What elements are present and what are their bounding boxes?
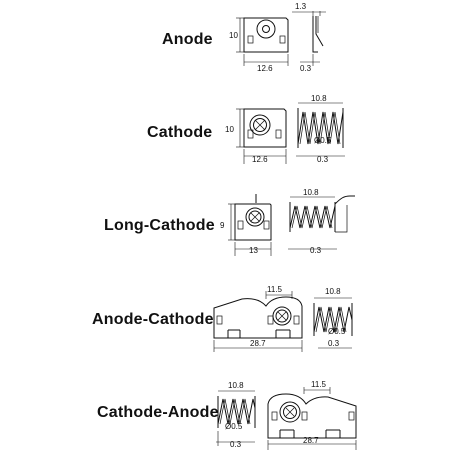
- anode-dimensions: 10 12.6 0.3 1.3: [229, 2, 326, 73]
- dim-cathode-anode-spring-length: 10.8: [228, 381, 244, 390]
- dim-anode-tab: 1.3: [295, 2, 307, 11]
- dim-long-cathode-height: 9: [220, 221, 225, 230]
- dim-cathode-anode-pitch: 11.5: [311, 380, 327, 389]
- dim-anode-width: 12.6: [257, 64, 273, 73]
- anode-front-view: [243, 17, 289, 53]
- cathode-anode-front-view: [267, 393, 357, 439]
- dim-cathode-wire: Ø0.5: [314, 136, 332, 145]
- row-label-anode-cathode: Anode-Cathode: [92, 311, 214, 328]
- dim-anode-cathode-spring-length: 10.8: [325, 287, 341, 296]
- dim-cathode-width: 12.6: [252, 155, 268, 164]
- cathode-dimensions: 10 12.6 10.8 Ø0.5 0.3: [225, 94, 345, 164]
- dim-cathode-anode-width: 28.7: [303, 436, 319, 445]
- dim-anode-cathode-pitch: 11.5: [267, 285, 283, 294]
- long-cathode-front-view: [234, 194, 272, 241]
- dim-anode-thickness: 0.3: [300, 64, 312, 73]
- row-label-long-cathode: Long-Cathode: [104, 217, 215, 234]
- row-label-cathode: Cathode: [147, 124, 213, 141]
- dim-cathode-thickness: 0.3: [317, 155, 329, 164]
- dim-anode-height: 10: [229, 31, 238, 40]
- dim-cathode-anode-thickness: 0.3: [230, 440, 242, 449]
- cathode-spring: [297, 108, 344, 148]
- cathode-anode-dimensions: 10.8 Ø0.5 0.3 11.5 28.7: [216, 380, 357, 450]
- dim-cathode-height: 10: [225, 125, 234, 134]
- dim-long-cathode-width: 13: [249, 246, 258, 255]
- dim-anode-cathode-wire: Ø0.5: [328, 327, 346, 336]
- row-label-cathode-anode: Cathode-Anode: [97, 404, 219, 421]
- anode-cathode-spring: [313, 303, 353, 336]
- anode-side-view: [312, 16, 324, 53]
- dim-anode-cathode-width: 28.7: [250, 339, 266, 348]
- dim-anode-cathode-thickness: 0.3: [328, 339, 340, 348]
- anode-cathode-front-view: [213, 296, 303, 339]
- cathode-front-view: [243, 108, 287, 148]
- long-cathode-spring: [289, 195, 355, 233]
- dim-long-cathode-thickness: 0.3: [310, 246, 322, 255]
- row-label-anode: Anode: [162, 31, 213, 48]
- anode-cathode-dimensions: 11.5 28.7 10.8 Ø0.5 0.3: [213, 285, 352, 352]
- long-cathode-dimensions: 9 13 10.8 0.3: [220, 188, 337, 256]
- dim-cathode-anode-wire: Ø0.5: [225, 422, 243, 431]
- dim-cathode-spring-length: 10.8: [311, 94, 327, 103]
- cathode-anode-spring: [217, 396, 256, 428]
- dim-long-cathode-spring-length: 10.8: [303, 188, 319, 197]
